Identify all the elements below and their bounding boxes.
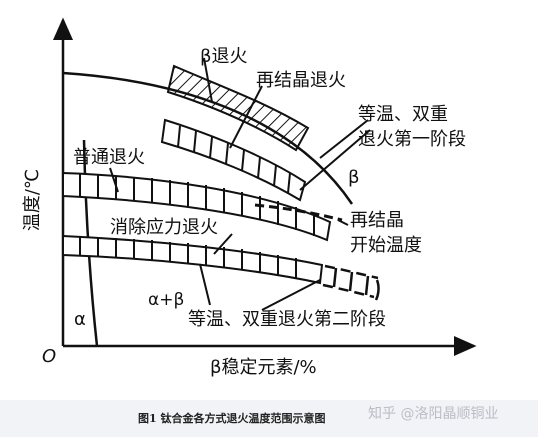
label-alpha-beta: α+β [148, 290, 184, 310]
phase-diagram: β退火 再结晶退火 等温、双重 退火第一阶段 β 普通退火 再结晶 开始温度 消… [22, 17, 477, 378]
label-beta-region: β [348, 167, 360, 188]
label-origin: O [42, 346, 56, 367]
label-ordinary-anneal: 普通退火 [73, 147, 145, 168]
recryst-start-line [254, 203, 343, 222]
iso-second-stage-band [322, 264, 380, 301]
alpha-boundary-curve [82, 139, 99, 347]
label-stress-relief: 消除应力退火 [110, 217, 218, 238]
label-iso-dual-2: 等温、双重退火第二阶段 [188, 309, 386, 330]
recryst-anneal-ticks [177, 125, 291, 194]
figure-caption: 图1 钛合金各方式退火温度范围示意图 [138, 412, 326, 425]
ordinary-anneal-ticks [79, 174, 315, 236]
label-beta-anneal: β退火 [200, 46, 248, 67]
ordinary-anneal-band [62, 171, 332, 242]
label-iso-dual-1b: 退火第一阶段 [358, 129, 466, 150]
stress-relief-ticks [79, 237, 297, 278]
label-recryst-start-b: 开始温度 [350, 235, 422, 256]
label-recryst-anneal: 再结晶退火 [256, 70, 346, 91]
y-axis-label: 温度/℃ [22, 169, 43, 231]
label-alpha-region: α [74, 309, 86, 330]
beta-anneal-band [166, 64, 310, 152]
leader-lines [109, 57, 371, 311]
x-axis-label: β稳定元素/% [210, 357, 317, 378]
recryst-anneal-band [160, 118, 307, 202]
label-iso-dual-1a: 等温、双重 [358, 104, 448, 125]
caption-band [0, 400, 538, 437]
watermark: 知乎 @洛阳晶顺铜业 [368, 406, 499, 422]
label-recryst-start-a: 再结晶 [350, 210, 404, 231]
stress-relief-band [62, 234, 324, 285]
